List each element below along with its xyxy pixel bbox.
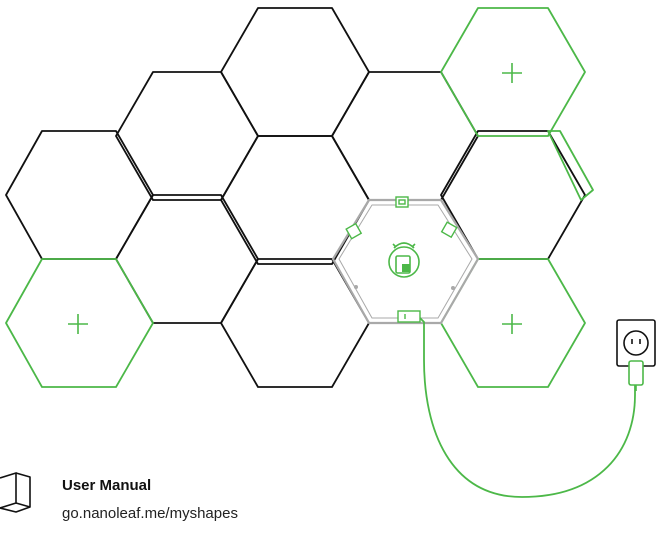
connector-tab bbox=[345, 222, 363, 240]
power-cable bbox=[419, 317, 636, 498]
controller-icon bbox=[388, 242, 420, 278]
book-icon bbox=[0, 472, 31, 513]
manual-title: User Manual bbox=[62, 477, 152, 494]
add-slot-top-right[interactable] bbox=[440, 7, 586, 137]
manual-url-link[interactable]: go.nanoleaf.me/myshapes bbox=[62, 505, 238, 522]
panel-upper-right bbox=[331, 71, 479, 201]
power-outlet-icon bbox=[616, 319, 656, 391]
panel-right bbox=[440, 130, 586, 260]
connector-tab bbox=[395, 196, 409, 208]
plus-icon bbox=[68, 314, 88, 334]
add-slot-bottom-left[interactable] bbox=[5, 258, 154, 388]
controller-panel bbox=[331, 196, 480, 325]
panel-lower-left bbox=[115, 194, 259, 324]
placed-panels bbox=[5, 7, 586, 388]
connector-tab bbox=[397, 310, 421, 323]
panel-bottom-center bbox=[220, 258, 370, 388]
panel-center bbox=[220, 135, 370, 265]
panel-left bbox=[5, 130, 154, 260]
add-slot-bottom-right[interactable] bbox=[440, 258, 586, 388]
available-slots bbox=[5, 7, 594, 388]
add-slot-side-edge[interactable] bbox=[547, 130, 594, 201]
plus-icon bbox=[502, 314, 522, 334]
plus-icon bbox=[502, 63, 522, 83]
panel-top-center bbox=[220, 7, 370, 137]
connector-tab bbox=[440, 221, 458, 239]
panel-upper-left bbox=[115, 71, 259, 201]
